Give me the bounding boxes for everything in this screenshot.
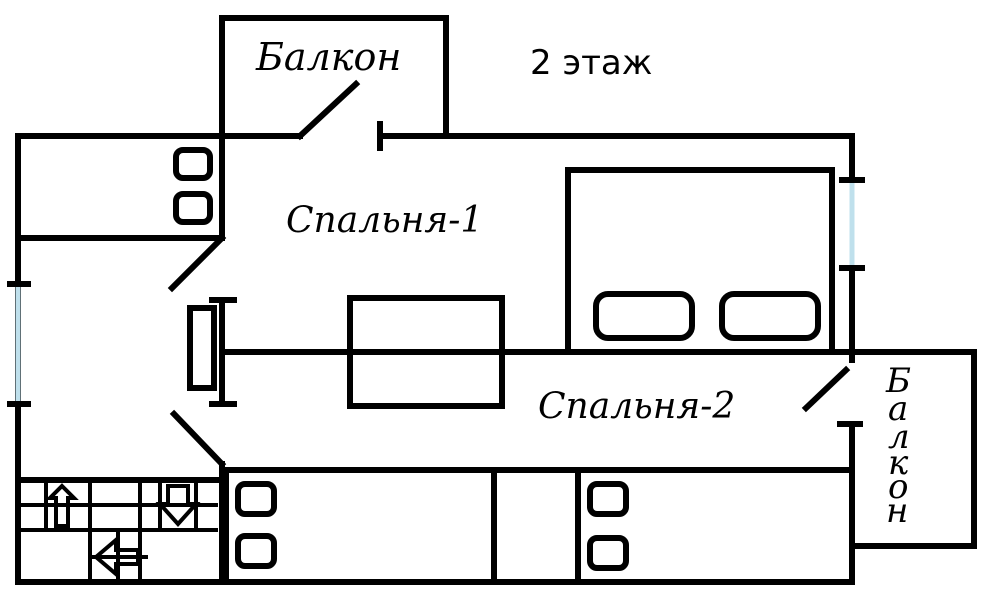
balcony-right-letter: а	[888, 389, 908, 429]
door-bedroom2	[169, 409, 227, 469]
windows	[7, 177, 865, 407]
balcony-right-letter: о	[888, 467, 908, 507]
double-bed	[565, 167, 835, 355]
pillow-left	[593, 291, 695, 341]
balcony-door-top	[295, 79, 361, 141]
furniture	[173, 147, 855, 585]
stairs	[18, 480, 218, 582]
balcony-top-label: Балкон	[255, 35, 401, 79]
pillow	[235, 481, 277, 517]
floor-label: 2 этаж	[530, 43, 652, 83]
balcony-right-letter: к	[888, 443, 909, 483]
arrow-down-icon	[155, 484, 201, 527]
balcony-right-letter: Б	[885, 361, 911, 401]
arrow-left-icon	[92, 535, 140, 579]
door-bedroom1	[167, 233, 227, 293]
bedroom1-label: Спальня-1	[286, 200, 483, 241]
balcony-right-letter: н	[886, 491, 908, 531]
bedroom2-label: Спальня-2	[538, 386, 735, 427]
wardrobe	[187, 305, 217, 391]
bed-right	[575, 467, 855, 585]
pillow-right	[719, 291, 821, 341]
balcony-right-label: Б а л к о н	[885, 361, 911, 531]
balcony-right-letter: л	[888, 417, 910, 457]
arrow-up-icon	[45, 483, 79, 528]
pillow	[587, 481, 629, 517]
pillow	[235, 533, 277, 569]
balcony-right	[801, 349, 977, 549]
table	[347, 295, 505, 409]
bed-left	[223, 467, 497, 585]
balcony-door-right	[801, 365, 851, 413]
stove-burner	[173, 191, 213, 225]
pillow	[587, 535, 629, 571]
stove-burner	[173, 147, 213, 181]
balcony-top	[219, 15, 449, 151]
